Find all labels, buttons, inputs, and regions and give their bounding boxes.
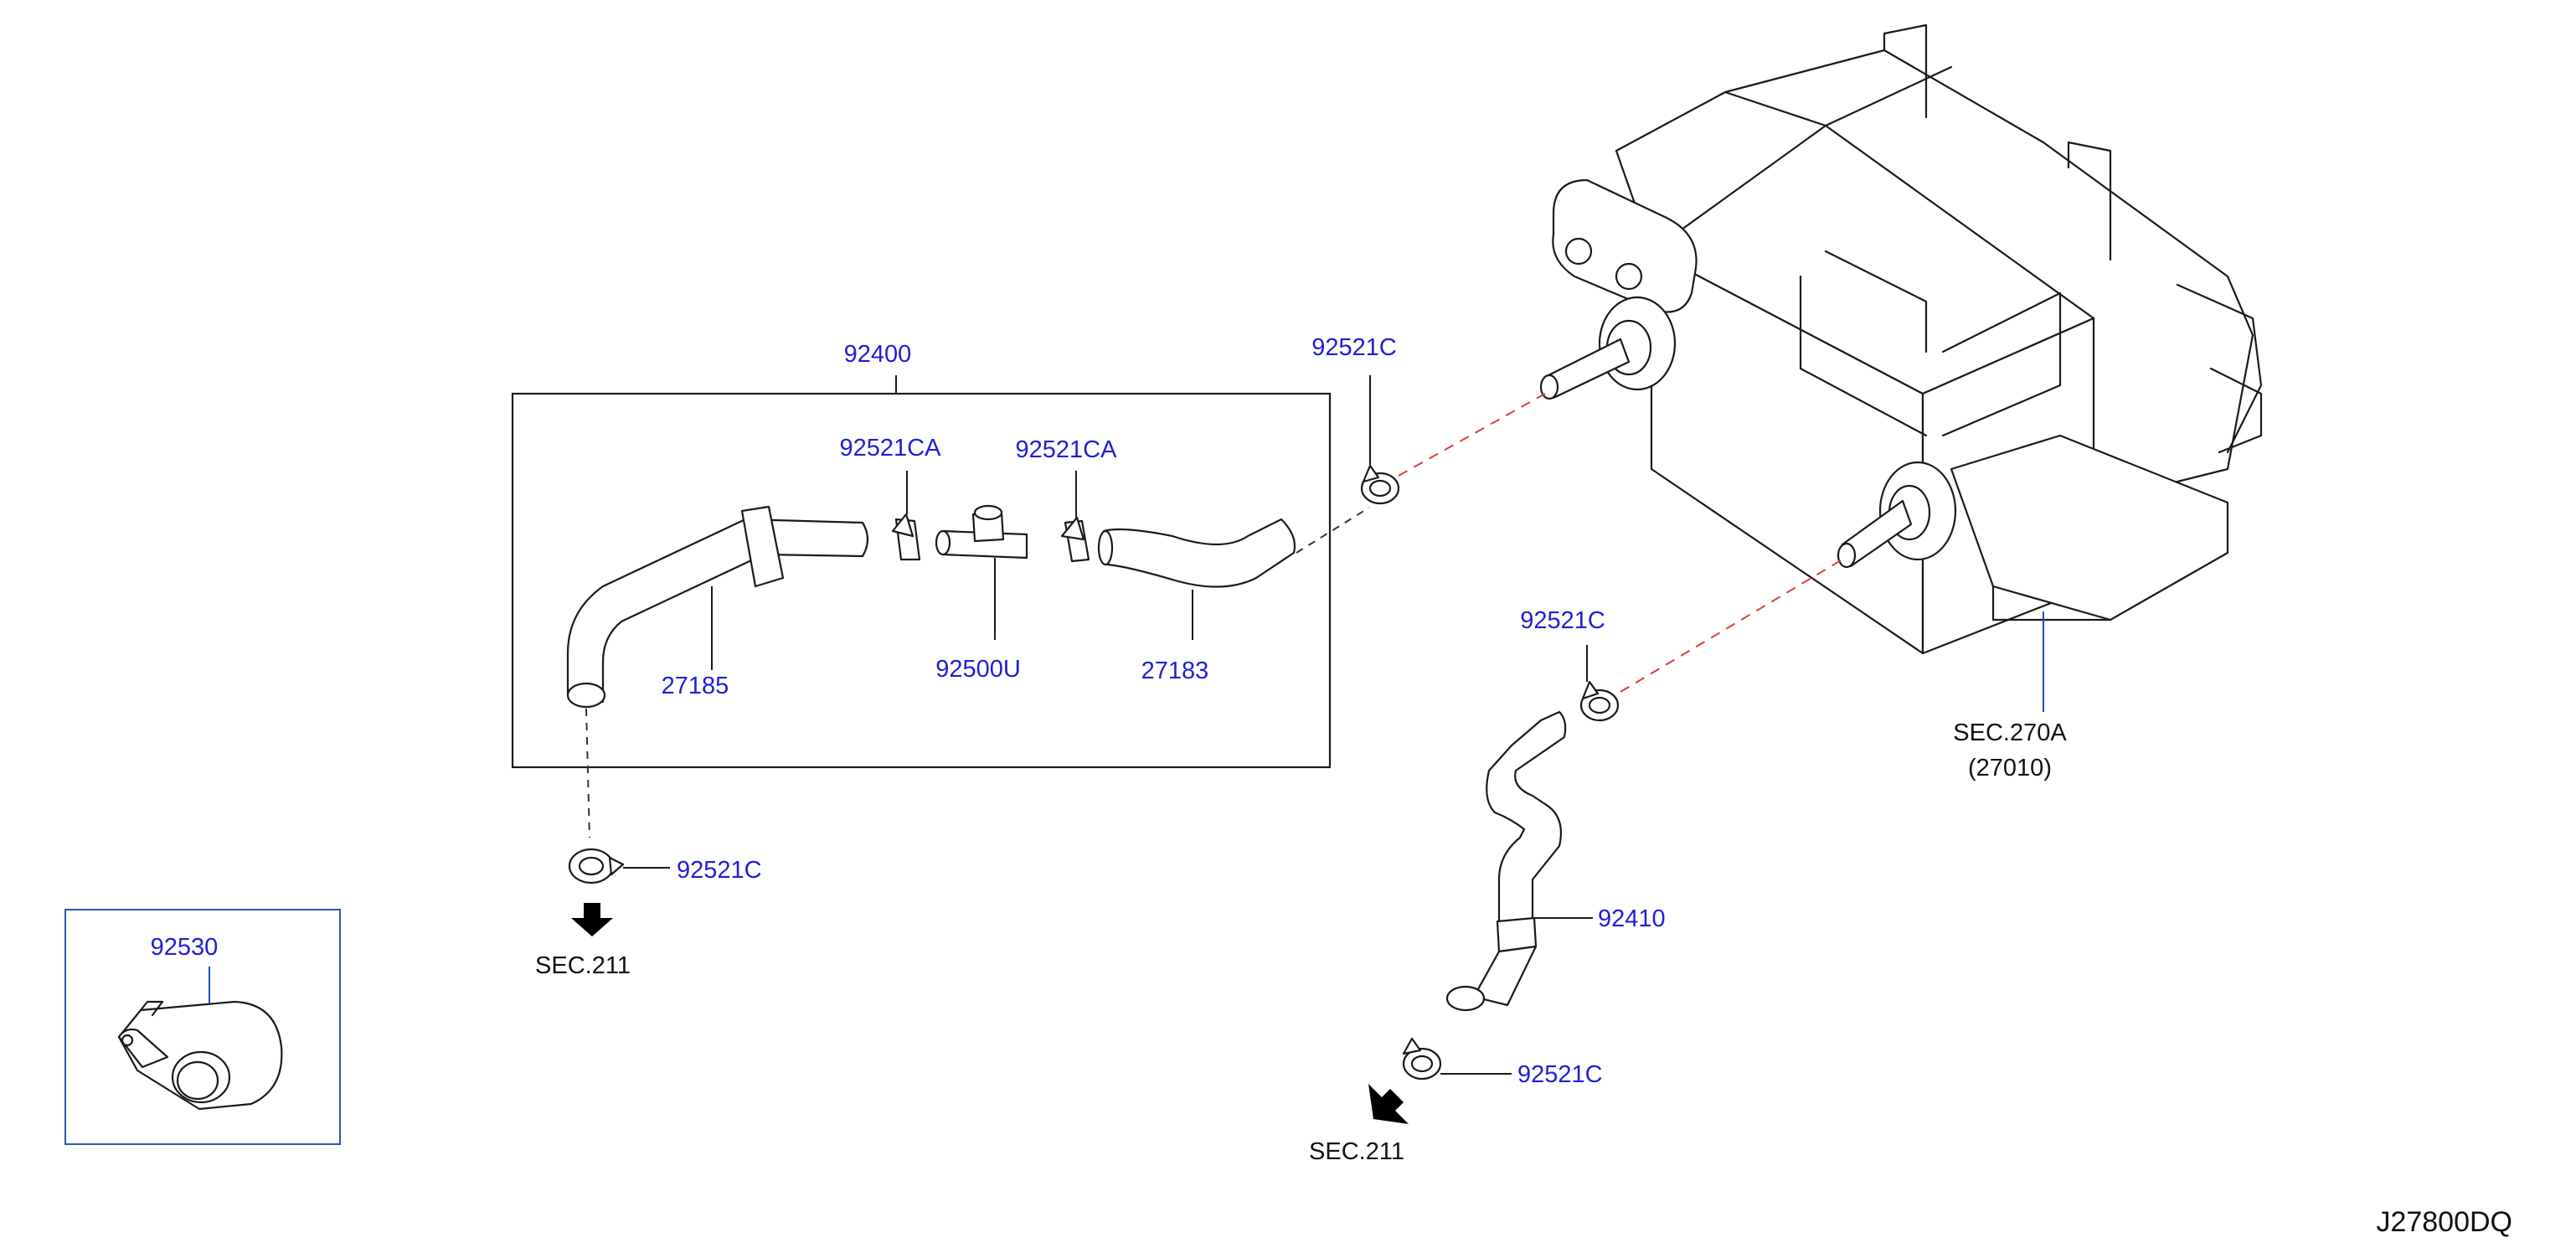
diagram-code: J27800DQ xyxy=(2376,1206,2512,1238)
assembly-frame xyxy=(511,392,1332,769)
hose-27183 xyxy=(1097,518,1296,640)
clamp-92521C-mid xyxy=(1579,645,1620,722)
heater-unit xyxy=(1539,23,2263,712)
connector-92500U xyxy=(935,504,1028,640)
label-92521C-mid: 92521C xyxy=(1520,607,1605,634)
clip-92530 xyxy=(117,967,283,1111)
label-sec-270A: SEC.270A xyxy=(1953,719,2067,746)
label-92521C-upper: 92521C xyxy=(1311,334,1397,361)
label-92500U: 92500U xyxy=(935,656,1021,683)
label-92530: 92530 xyxy=(151,934,219,961)
label-92521C-bottom: 92521C xyxy=(1517,1061,1603,1088)
arrow-down-left-icon xyxy=(1368,1084,1409,1124)
label-27185: 27185 xyxy=(662,673,729,699)
hose-92410 xyxy=(1445,710,1593,1012)
label-92410: 92410 xyxy=(1598,905,1666,932)
label-27010: (27010) xyxy=(1968,755,2052,781)
label-92521CA-right: 92521CA xyxy=(1016,436,1118,463)
label-92400: 92400 xyxy=(844,341,912,368)
label-sec-211-left: SEC.211 xyxy=(535,952,631,979)
label-27183: 27183 xyxy=(1141,658,1209,684)
clip-frame xyxy=(64,909,341,1145)
label-sec-211-bottom: SEC.211 xyxy=(1309,1138,1404,1165)
label-92521CA-left: 92521CA xyxy=(840,435,942,462)
label-92521C-left: 92521C xyxy=(677,857,762,884)
clamp-92521CA-left xyxy=(891,471,921,561)
clamp-92521C-upper xyxy=(1360,375,1400,505)
hose-27185 xyxy=(566,505,869,709)
clamp-92521C-bottom xyxy=(1402,1037,1512,1081)
clamp-92521CA-right xyxy=(1060,471,1090,563)
clamp-92521C-left xyxy=(568,848,670,885)
arrow-down-icon xyxy=(571,903,613,936)
